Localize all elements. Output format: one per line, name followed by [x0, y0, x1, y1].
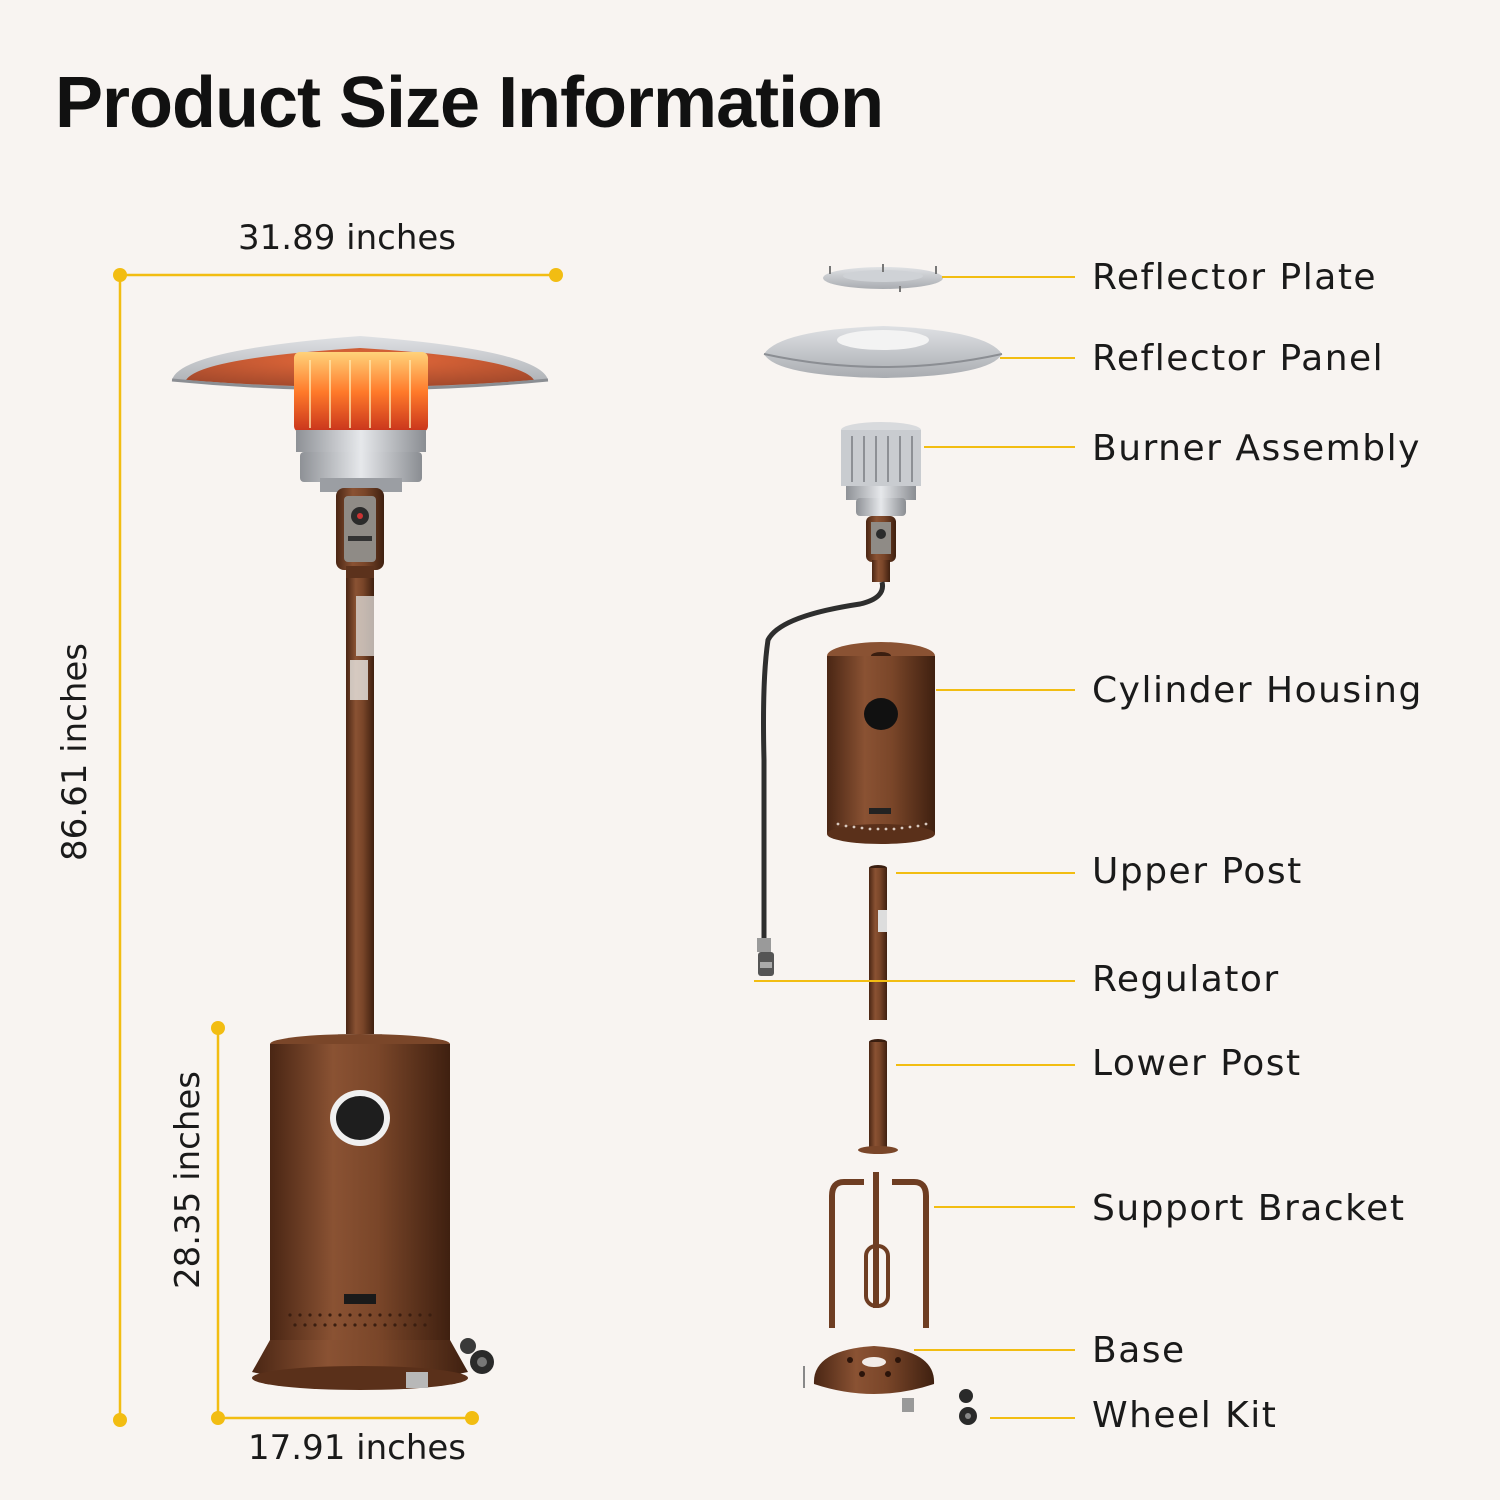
width-dimension-line	[113, 268, 563, 282]
lower-post-image	[858, 1039, 898, 1154]
burner-assembly-image	[761, 422, 921, 940]
assembled-heater-image	[171, 336, 549, 1390]
cylinder-housing-image	[827, 642, 935, 844]
wheel-kit-image	[959, 1389, 977, 1425]
base-image	[803, 1346, 935, 1412]
part-label-burner-assembly: Burner Assembly	[1092, 428, 1421, 469]
part-label-base: Base	[1092, 1330, 1186, 1371]
width-dimension-label: 31.89 inches	[238, 218, 457, 258]
part-label-upper-post: Upper Post	[1092, 851, 1303, 892]
leader-lines	[754, 276, 1075, 1419]
height-dimension-line	[113, 275, 127, 1427]
part-label-cylinder-housing: Cylinder Housing	[1092, 670, 1423, 711]
base-width-dimension-line	[211, 1411, 479, 1425]
part-label-support-bracket: Support Bracket	[1092, 1188, 1406, 1229]
upper-post-image	[869, 865, 887, 1020]
base-width-dimension-label: 17.91 inches	[248, 1428, 467, 1468]
base-height-dimension-line	[211, 1021, 225, 1418]
part-label-wheel-kit: Wheel Kit	[1092, 1395, 1278, 1436]
part-label-reflector-panel: Reflector Panel	[1092, 338, 1385, 379]
support-bracket-image	[829, 1172, 929, 1328]
reflector-plate-image	[823, 264, 943, 292]
page-title: Product Size Information	[55, 63, 884, 143]
part-label-reflector-plate: Reflector Plate	[1092, 257, 1378, 298]
part-label-regulator: Regulator	[1092, 959, 1280, 1000]
regulator-image	[757, 938, 774, 976]
part-label-lower-post: Lower Post	[1092, 1043, 1302, 1084]
reflector-panel-image	[763, 326, 1003, 378]
